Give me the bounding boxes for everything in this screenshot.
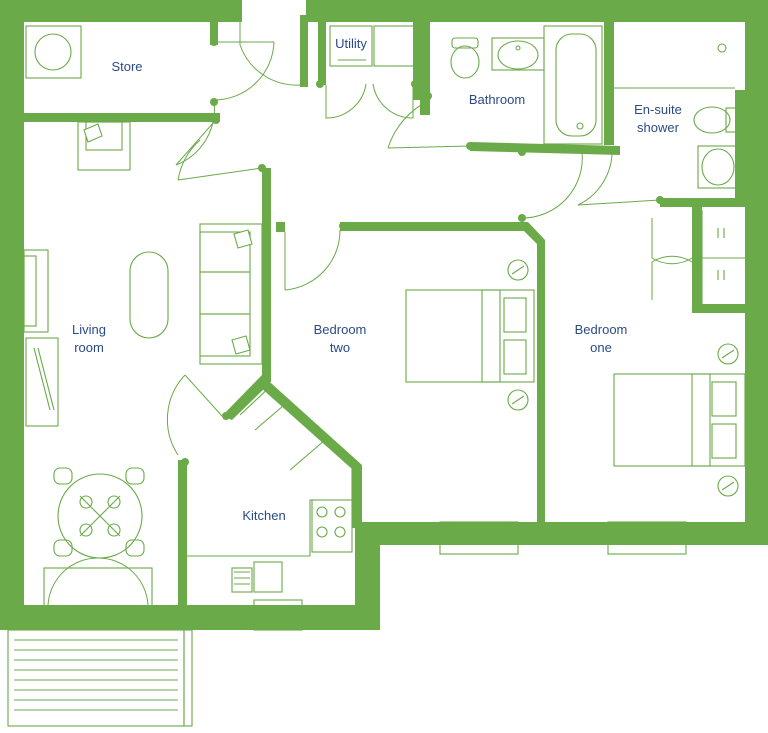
bedroom-one-furniture bbox=[613, 343, 746, 497]
label-bedroom-one-line2: one bbox=[590, 340, 612, 355]
bathroom-fixtures bbox=[450, 25, 603, 145]
bedroom-two-furniture bbox=[405, 259, 535, 411]
utility-fixtures bbox=[329, 25, 415, 67]
living-furniture bbox=[23, 121, 263, 609]
windows bbox=[439, 521, 687, 555]
balcony bbox=[7, 629, 193, 727]
label-living-line1: Living bbox=[72, 322, 106, 337]
label-bathroom: Bathroom bbox=[469, 92, 525, 107]
label-store: Store bbox=[111, 59, 142, 74]
label-living-line2: room bbox=[74, 340, 104, 355]
label-ensuite-line2: shower bbox=[637, 120, 680, 135]
walls bbox=[0, 0, 768, 630]
store-fixtures bbox=[25, 25, 82, 79]
room-labels: Store Utility Bathroom En-suite shower L… bbox=[72, 36, 682, 523]
ensuite-fixtures bbox=[614, 43, 739, 189]
label-bedroom-one-line1: Bedroom bbox=[575, 322, 628, 337]
doors bbox=[47, 22, 693, 606]
label-bedroom-two-line1: Bedroom bbox=[314, 322, 367, 337]
label-kitchen: Kitchen bbox=[242, 508, 285, 523]
label-bedroom-two-line2: two bbox=[330, 340, 350, 355]
cupboard-fixtures bbox=[701, 210, 745, 305]
label-ensuite-line1: En-suite bbox=[634, 102, 682, 117]
kitchen-fixtures bbox=[186, 384, 353, 631]
label-utility: Utility bbox=[335, 36, 367, 51]
